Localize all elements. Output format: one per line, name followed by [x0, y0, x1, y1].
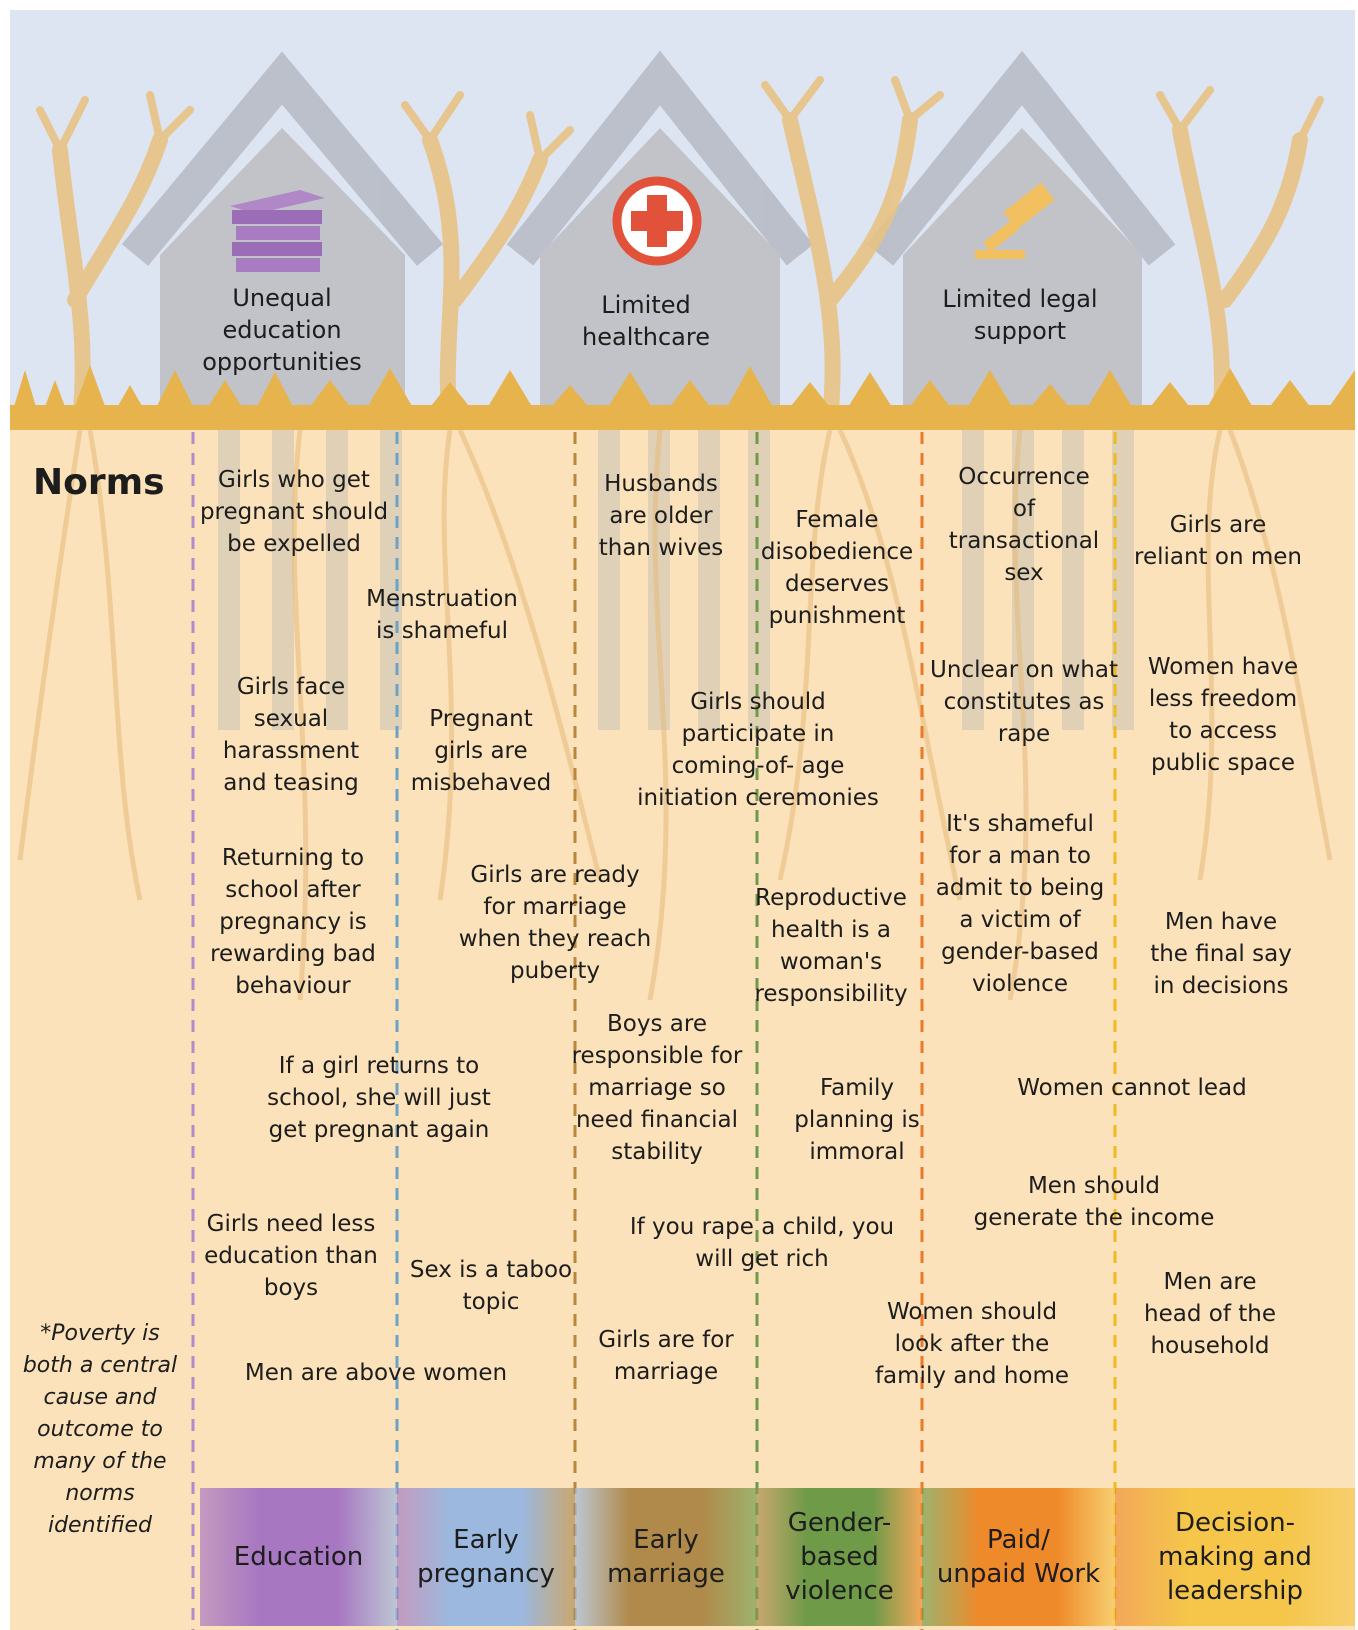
norm-item: If a girl returns to school, she will ju…	[267, 1053, 491, 1143]
norm-item: Husbands are older than wives	[598, 471, 724, 561]
norm-item: Men should generate the income	[973, 1173, 1215, 1231]
category-education: Education	[200, 1488, 397, 1626]
norm-item: Returning to school after pregnancy is r…	[210, 845, 376, 999]
norm-item: Girls should participate in coming-of- a…	[637, 689, 879, 811]
category-label: Decision- making and leadership	[1158, 1508, 1312, 1606]
norm-item: Girls need less education than boys	[204, 1211, 378, 1301]
norm-item: Sex is a taboo topic	[409, 1257, 573, 1315]
norm-item: Reproductive health is a woman's respons…	[754, 885, 908, 1007]
category-gender-based-violence: Gender- based violence	[757, 1488, 922, 1626]
norm-item: It's shameful for a man to admit to bein…	[935, 811, 1105, 997]
norm-item: Men are head of the household	[1144, 1269, 1276, 1359]
category-decision-making: Decision- making and leadership	[1115, 1488, 1355, 1626]
norm-item: Women have less freedom to access public…	[1147, 654, 1299, 776]
norm-item: Family planning is immoral	[794, 1075, 920, 1165]
norm-item: Women cannot lead	[1017, 1075, 1247, 1101]
house-label-legal: Limited legal support	[942, 285, 1098, 345]
house-label-education: Unequal education opportunities	[202, 284, 362, 376]
category-early-pregnancy: Early pregnancy	[397, 1488, 575, 1626]
norm-item: Girls are reliant on men	[1134, 512, 1302, 570]
norm-item: Girls are ready for marriage when they r…	[458, 862, 652, 984]
norm-item: Men have the final say in decisions	[1150, 909, 1292, 999]
category-label: Education	[233, 1542, 364, 1572]
poverty-footnote: *Poverty is both a central cause and out…	[22, 1321, 178, 1538]
house-label-healthcare: Limited healthcare	[582, 291, 710, 351]
norms-heading: Norms	[33, 462, 165, 503]
category-paid-unpaid-work: Paid/ unpaid Work	[922, 1488, 1115, 1626]
category-early-marriage: Early marriage	[575, 1488, 757, 1626]
gavel-icon	[975, 182, 1055, 259]
norm-item: Boys are responsible for marriage so nee…	[571, 1011, 743, 1165]
roof-education	[121, 51, 444, 266]
norm-item: Menstruation is shameful	[366, 586, 518, 644]
norm-item: Girls face sexual harassment and teasing	[222, 674, 360, 796]
norm-item: Pregnant girls are misbehaved	[410, 706, 552, 796]
category-label: Early marriage	[607, 1525, 725, 1589]
norm-item: Unclear on what constitutes as rape	[930, 657, 1118, 747]
roof-legal	[866, 50, 1176, 266]
medical-cross-icon	[612, 176, 702, 266]
norm-item: Women should look after the family and h…	[874, 1299, 1070, 1389]
category-bar: Education Early pregnancy Early marriage…	[200, 1488, 1355, 1626]
norm-item: Occurrence of transactional sex	[948, 464, 1100, 586]
category-label: Gender- based violence	[785, 1508, 894, 1606]
books-icon	[230, 190, 325, 272]
roof-health	[506, 50, 814, 266]
category-label: Early pregnancy	[417, 1525, 555, 1589]
norm-item: Girls are for marriage	[598, 1327, 734, 1385]
norm-item: Female disobedience deserves punishment	[760, 507, 914, 629]
category-label: Paid/ unpaid Work	[936, 1525, 1101, 1589]
norm-item: If you rape a child, you will get rich	[629, 1214, 895, 1272]
norm-item: Men are above women	[244, 1360, 508, 1386]
norm-item: Girls who get pregnant should be expelle…	[199, 467, 389, 557]
